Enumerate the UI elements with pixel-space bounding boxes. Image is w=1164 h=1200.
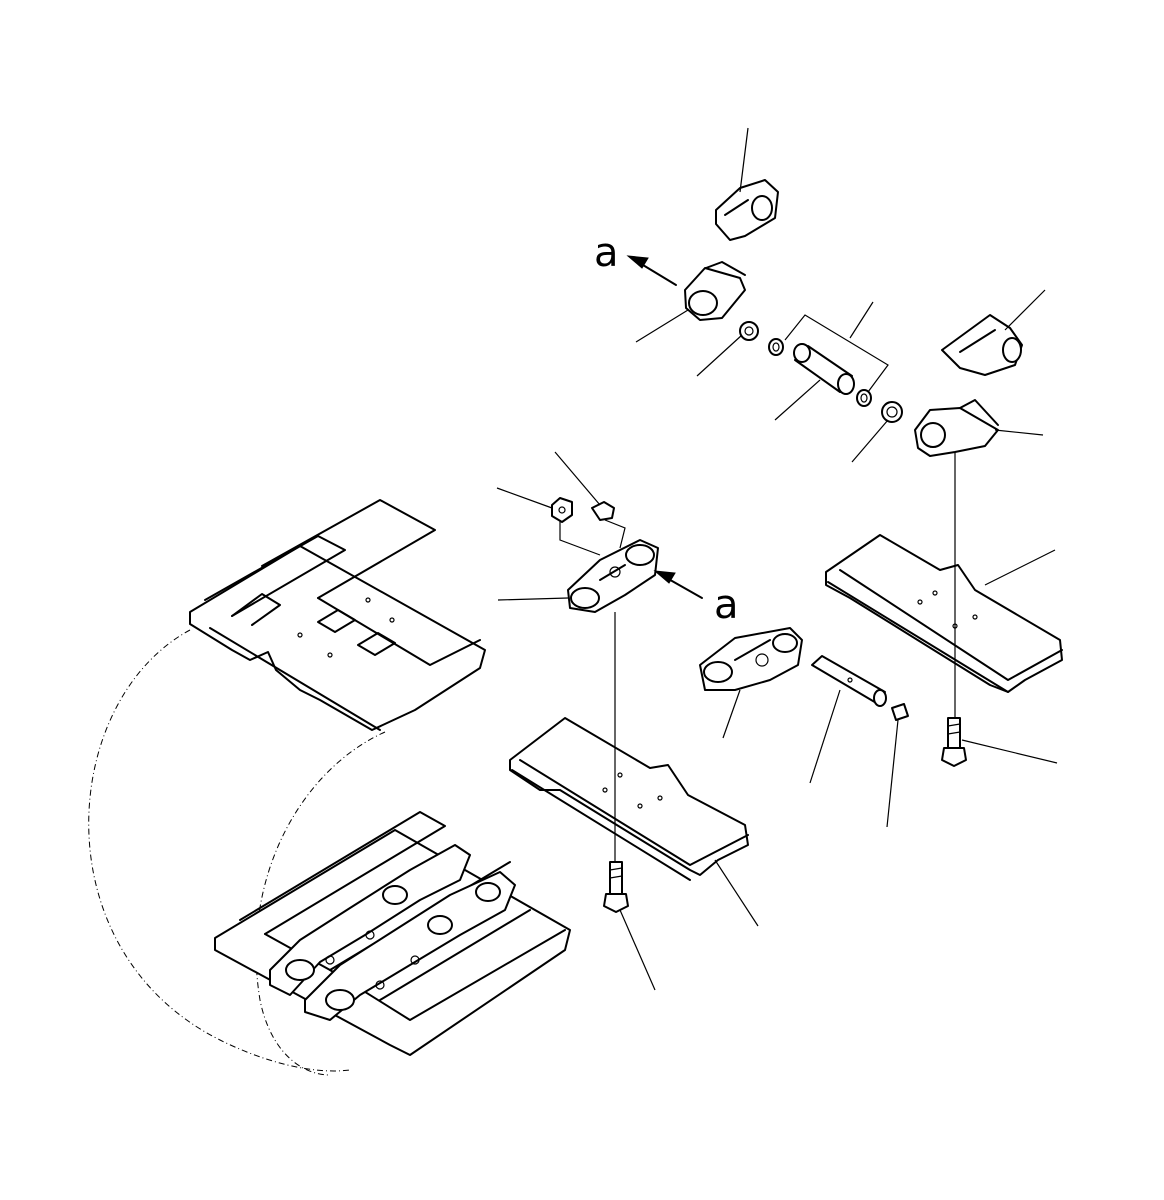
seal-ring-right xyxy=(881,401,903,423)
track-chain-assembly xyxy=(214,811,571,1056)
track-shoe-plate-upper-left xyxy=(189,499,486,731)
link-half-right-lower xyxy=(914,399,999,457)
callout-label: a xyxy=(714,582,739,628)
spacer-ring-left xyxy=(768,338,784,356)
link-half-upper xyxy=(684,261,746,321)
master-link-right xyxy=(699,627,803,691)
callout-a-mid: a xyxy=(653,570,739,628)
link-half-right-upper xyxy=(941,314,1023,376)
callout-a-top: a xyxy=(594,230,677,286)
spacer-ring-right xyxy=(856,389,872,407)
shoe-bolt-middle xyxy=(603,861,629,913)
link-half-top xyxy=(715,179,779,241)
leader-lines xyxy=(496,127,1058,991)
track-shoe-plate-right xyxy=(825,534,1063,693)
track-pin xyxy=(811,655,887,707)
callout-label: a xyxy=(594,230,619,276)
track-shoe-plate-middle xyxy=(509,717,749,881)
spring-pin xyxy=(891,703,909,721)
master-link-left xyxy=(567,539,659,613)
track-bushing xyxy=(793,343,855,395)
seal-ring-left xyxy=(739,321,759,341)
group-bracket xyxy=(784,314,889,393)
shoe-bolt-right xyxy=(941,717,967,767)
nut-and-bolt-small xyxy=(551,497,626,556)
